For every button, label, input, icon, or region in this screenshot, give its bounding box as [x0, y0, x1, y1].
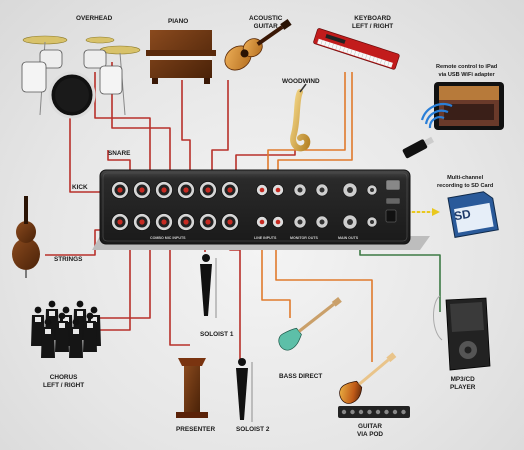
cable-keyboard-r: [277, 72, 353, 185]
label-piano: PIANO: [168, 18, 189, 25]
label-snare: SNARE: [108, 150, 131, 157]
podium: [176, 358, 208, 418]
keyboard: [313, 28, 400, 70]
label-bass-direct: BASS DIRECT: [279, 373, 323, 380]
cable-chorus-2: [95, 240, 131, 331]
panel-label-line-inputs: LINE INPUTS: [254, 236, 277, 240]
ipad: [434, 82, 504, 130]
cable-chorus-1: [95, 235, 151, 319]
panel-label-main-outs: MAIN OUTS: [338, 236, 359, 240]
bass-guitar: [278, 297, 342, 351]
label-soloist-1: SOLOIST 1: [200, 331, 234, 338]
label-soloist-2: SOLOIST 2: [236, 426, 270, 433]
pod-unit: [338, 406, 410, 418]
cable-bass: [261, 232, 291, 318]
piano: [146, 30, 216, 84]
wifi-waves: [420, 103, 453, 129]
cable-acoustic: [211, 80, 229, 185]
saxophone: [290, 83, 311, 152]
sd-card: [447, 191, 499, 238]
cello: [12, 196, 40, 278]
cable-keyboard-l: [267, 72, 346, 185]
label-kick: KICK: [72, 184, 88, 191]
cable-soloist2: [229, 232, 241, 360]
drum-kit: [21, 35, 141, 119]
cable-guitar: [275, 232, 373, 362]
cable-overhead-2: [111, 62, 171, 185]
label-overhead: OVERHEAD: [76, 15, 113, 22]
panel-label-mic-inputs: COMBO MIC INPUTS: [150, 236, 186, 240]
soloist-2: [236, 358, 253, 422]
soloist-1: [200, 254, 217, 318]
sd-card-badge: SD: [452, 206, 472, 224]
label-presenter: PRESENTER: [176, 426, 216, 433]
mp3-player: [433, 295, 491, 371]
mixer-unit: [92, 169, 430, 250]
cable-presenter: [169, 232, 190, 346]
panel-label-monitor-outs: MONITOR OUTS: [290, 236, 318, 240]
cable-piano: [181, 80, 191, 185]
acoustic-guitar: [224, 18, 292, 71]
label-strings: STRINGS: [54, 256, 83, 263]
electric-guitar: [339, 352, 397, 404]
label-woodwind: WOODWIND: [282, 78, 320, 85]
usb-dongle: [402, 136, 435, 159]
chorus: [31, 300, 101, 358]
